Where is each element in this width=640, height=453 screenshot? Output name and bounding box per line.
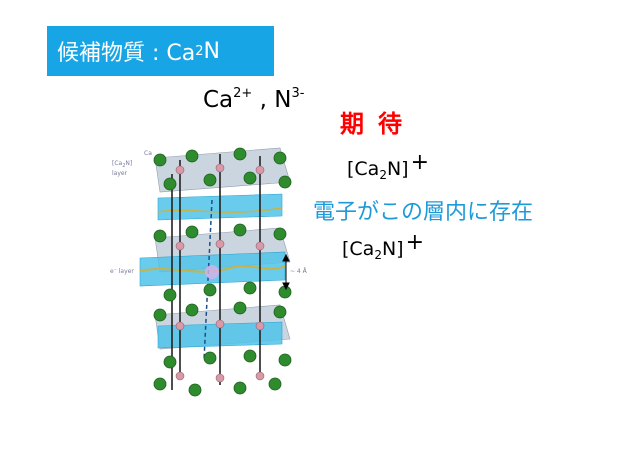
ca2n-layer-label: [Ca2N]layer [112, 160, 133, 178]
layer-formula-bottom: [Ca2N]+ [342, 230, 424, 262]
formula-close: N] [386, 158, 409, 180]
formula-close: N] [381, 238, 404, 260]
title-sub: 2 [195, 43, 204, 59]
formula-sub: 2 [379, 168, 387, 182]
distance-label: ~ 4 Å [290, 268, 307, 275]
electron-layer-text: 電子がこの層内に存在 [313, 200, 534, 225]
expectation-heading: 期待 [340, 110, 416, 138]
e-layer-label: e⁻ layer [110, 268, 134, 275]
ion-ca: Ca [203, 87, 234, 113]
formula-open: [Ca [342, 238, 375, 260]
ion-charges: Ca2+ , N3- [203, 86, 304, 113]
ion-separator: , [252, 87, 275, 113]
ion-n: N [274, 87, 292, 113]
formula-charge: + [405, 230, 425, 255]
formula-open: [Ca [347, 158, 380, 180]
ion-n-charge: 3- [291, 86, 305, 101]
title-tail: N [203, 38, 220, 64]
formula-charge: + [410, 150, 430, 175]
crystal-structure-figure: Ca [Ca2N]layer e⁻ layer ~ 4 Å [100, 140, 310, 402]
crystal-structure-image [139, 147, 292, 397]
ca-label: Ca [144, 150, 152, 157]
layer-formula-top: [Ca2N]+ [347, 150, 429, 182]
title-main: 候補物質 : Ca [57, 41, 196, 66]
formula-sub: 2 [374, 248, 382, 262]
ion-ca-charge: 2+ [233, 86, 253, 101]
